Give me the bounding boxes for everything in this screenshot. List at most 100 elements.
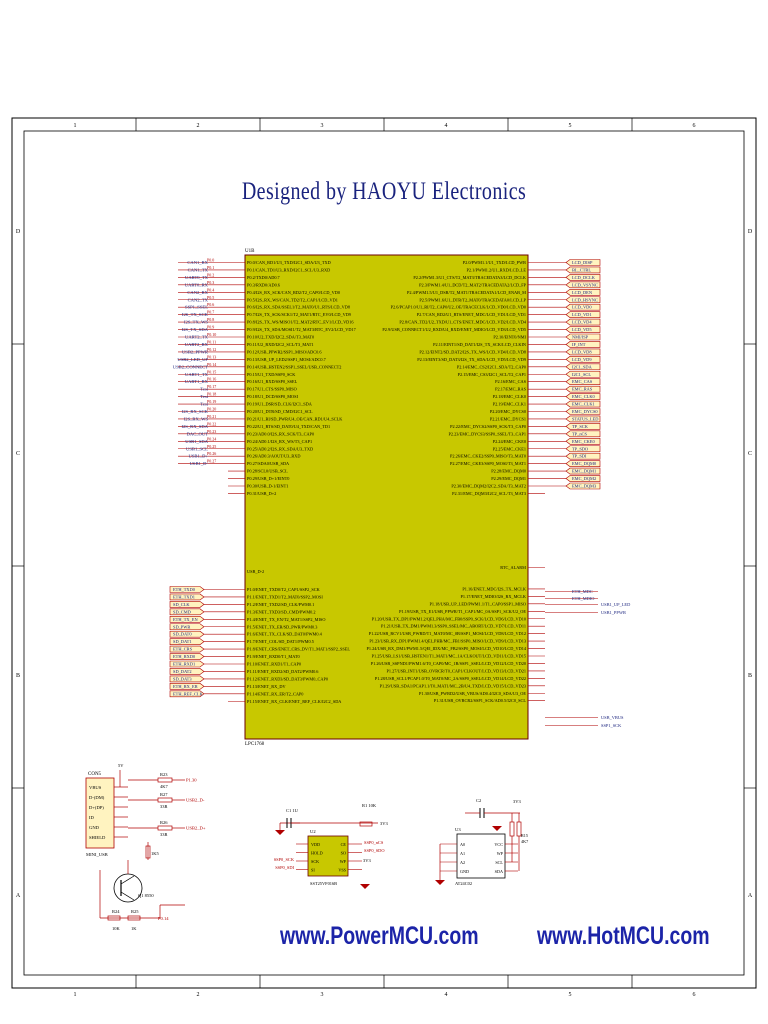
flash-pin: CE <box>341 842 347 847</box>
net-flag <box>565 415 601 423</box>
cap-label: C1 1U <box>286 808 299 813</box>
mcu-pin-label: P0.1/CAN_TD1/U3_RXD/I2C1_SCL/U3_RXD <box>247 267 330 272</box>
eeprom-pin: A0 <box>460 842 465 847</box>
net-flag <box>565 438 601 445</box>
mcu-pin-label: P2.3/PWM1.4/U1_DCD/T2_MAT2/TRACEDATA2/LC… <box>419 282 526 287</box>
usb-pin: D-(DM) <box>89 795 105 800</box>
mcu-pin-label: P0.31/USB_D+2 <box>247 491 276 496</box>
mcu-pin-label: P0.12/USB_PPWR2/SSP1_MISO/ADC0.6 <box>247 349 322 354</box>
pin-number: P0.20 <box>207 407 216 412</box>
net-label: Test <box>200 387 208 392</box>
pin-number: P0.4 <box>207 287 214 292</box>
net-label: I2S_TX_SDA <box>182 327 209 332</box>
net-label: USB1_D- <box>190 461 209 466</box>
mcu-pin-label: P0.30/USB_D-1/EINT1 <box>247 484 288 489</box>
pin-number: P0.2 <box>207 272 214 277</box>
mcu-pin-label: P1.12/ENET_RXD3/SD_DAT3/PWM0_CAP0 <box>247 676 328 681</box>
footer-url-powermcu[interactable]: www.PowerMCU.com <box>280 922 479 950</box>
resistor-value: 4K7 <box>521 839 528 844</box>
flash-pin: WP <box>340 859 347 864</box>
rail-label: 3V3 <box>380 821 388 826</box>
mcu-pin-label: P0.4/I2S_RX_SCK/CAN_RD2/T2_CAP0/LCD_VD0 <box>247 290 340 295</box>
resistor-ref: R25 <box>131 909 139 914</box>
column-number: 5 <box>569 992 572 998</box>
flash-pin: VDD <box>311 842 320 847</box>
mcu-pin-label: P2.4/PWM1.5/U1_DSR/T2_MAT1/TRACEDATA1/LC… <box>407 290 526 295</box>
net-label: SD_DAT2 <box>173 669 192 674</box>
net-flag <box>169 660 205 668</box>
net-label: UART2_RX <box>185 342 209 347</box>
flash-chip <box>307 835 349 877</box>
net-label: LCD_VD9 <box>572 357 592 362</box>
footer-url-hotmcu[interactable]: www.HotMCU.com <box>537 922 710 950</box>
mcu-body <box>244 254 529 740</box>
net-flag <box>565 326 601 333</box>
net-label: SD_DAT3 <box>173 676 192 681</box>
column-number: 1 <box>74 992 77 998</box>
net-label: LCD_VSYNC <box>572 282 598 287</box>
flash-net: SSP0_SDO <box>364 848 385 853</box>
column-number: 6 <box>693 123 696 129</box>
pin-number: P0.3 <box>207 280 214 285</box>
net-label: SD_CLK <box>173 602 190 607</box>
mcu-pin-label: P0.26/AD0.3/AOUT/U3_RXD <box>247 454 300 459</box>
eeprom-pin: SDA <box>495 869 503 874</box>
usb-net: P0.14 <box>158 916 169 921</box>
mcu-pin-label: P0.20/U1_DTR/SD_CMD/I2C1_SCL <box>247 409 313 414</box>
net-label: ETH_TXD1 <box>173 594 195 599</box>
flash-pin: HOLD <box>311 851 323 856</box>
net-label: USB_VBUS <box>601 715 624 720</box>
rail-label: 3V3 <box>513 799 521 804</box>
mcu-pin-label: P0.3/RXD0/AD0.6 <box>247 282 281 287</box>
net-label: ETH_REF_CLK <box>173 691 204 696</box>
mcu-pin-label: P1.30/USB_PWRD2/USB_VBUS/AD0.4/I2C0_SDA/… <box>419 691 526 696</box>
pin-number: P0.17 <box>207 384 216 389</box>
net-label: LCD_VD8 <box>572 349 592 354</box>
net-label: I2S_TX_WS <box>184 320 208 325</box>
mcu-pin-label: P0.19/U1_DSR/SD_CLK/I2C1_SDA <box>247 402 313 407</box>
net-label: UART2_TX <box>185 335 209 340</box>
net-label: LCD_DISP <box>572 260 593 265</box>
mcu-pin-label: P2.27/EMC_CKE3/SSP0_MOSI/T3_MAT1 <box>450 461 526 466</box>
mcu-pin-label: P1.21/USB_TX_DM1/PWM1.3/SSP0_SSEL/MC_ABO… <box>381 624 526 629</box>
net-label: EMC_CLK0 <box>572 394 595 399</box>
mcu-pin-label: P0.6/I2S_RX_SDA/SSEL1/T2_MAT0/U1_RTS/LCD… <box>247 305 350 310</box>
mcu-pin-label: P0.2/TXD0/AD0.7 <box>247 275 281 280</box>
net-label: I2S_RX_WS <box>184 416 209 421</box>
mcu-pin-label: P1.16/ENET_MDC/I2S_TX_MCLK <box>462 586 527 591</box>
net-flag <box>565 370 601 378</box>
net-label: ETH_RX_ER <box>173 684 198 689</box>
mcu-pin-label: P2.15/EMC_CS3/I2C1_SCL/T2_CAP1 <box>458 372 526 377</box>
mcu-pin-label: P0.13/USB_UP_LED2/SSP1_MOSI/ADC0.7 <box>247 357 327 362</box>
mcu-pin-label: P2.21/EMC_DYCS1 <box>490 416 526 421</box>
net-flag <box>565 341 601 348</box>
mcu-pin-label: P1.11/ENET_RXD2/SD_DAT2/PWM0.6 <box>247 669 319 674</box>
net-label: TP_SDO <box>572 446 588 451</box>
net-flag <box>565 289 601 296</box>
mcu-pin-label: P2.18/EMC_CLK0 <box>493 394 526 399</box>
mcu-pin-label: P2.5/PWM1.6/U1_DTR/T2_MAT0/TRACEDATA0/LC… <box>419 297 526 302</box>
mcu-pin-label: P0.15/U1_TXD/SSP0_SCK <box>247 372 296 377</box>
mcu-pin-label: P2.11/EINT1/SD_DAT1/I2S_TX_SCK/LCD_CLKIN <box>433 342 526 347</box>
column-number: 3 <box>321 992 324 998</box>
mcu-pin-label: P0.0/CAN_RD1/U3_TXD/I2C1_SDA/U3_TXD <box>247 260 331 265</box>
resistor-label: R1 10K <box>362 803 377 808</box>
resistor-value: 33R <box>160 804 168 809</box>
net-flag <box>169 683 205 690</box>
net-label: Test <box>200 402 208 407</box>
net-flag <box>565 423 601 430</box>
pin-number: P0.19 <box>207 399 216 404</box>
usb-label: MINI_USB <box>86 852 108 857</box>
net-label: EMC_CLK1 <box>572 402 595 407</box>
cap-label: C2 <box>476 798 481 803</box>
mcu-pin-label: P0.17/U1_CTS/SSP0_MISO <box>247 387 297 392</box>
mcu-pin-label: P2.14/EMC_CS2/I2C1_SDA/T2_CAP0 <box>457 364 526 369</box>
mcu-pin-label: P1.6/ENET_TX_CLK/SD_DAT0/PWM0.4 <box>247 632 323 637</box>
pin-number: P0.8 <box>207 317 214 322</box>
net-label: I2S_RX_SCK <box>182 409 209 414</box>
mcu-pin-label: P2.2/PWM1.3/U1_CTS/T2_MAT3/TRACEDATA3/LC… <box>413 275 526 280</box>
mcu-pin-label: P1.14/ENET_RX_ER/T2_CAP0 <box>247 691 303 696</box>
net-label: I2S_RX_SDA <box>181 424 208 429</box>
net-flag <box>565 408 601 415</box>
